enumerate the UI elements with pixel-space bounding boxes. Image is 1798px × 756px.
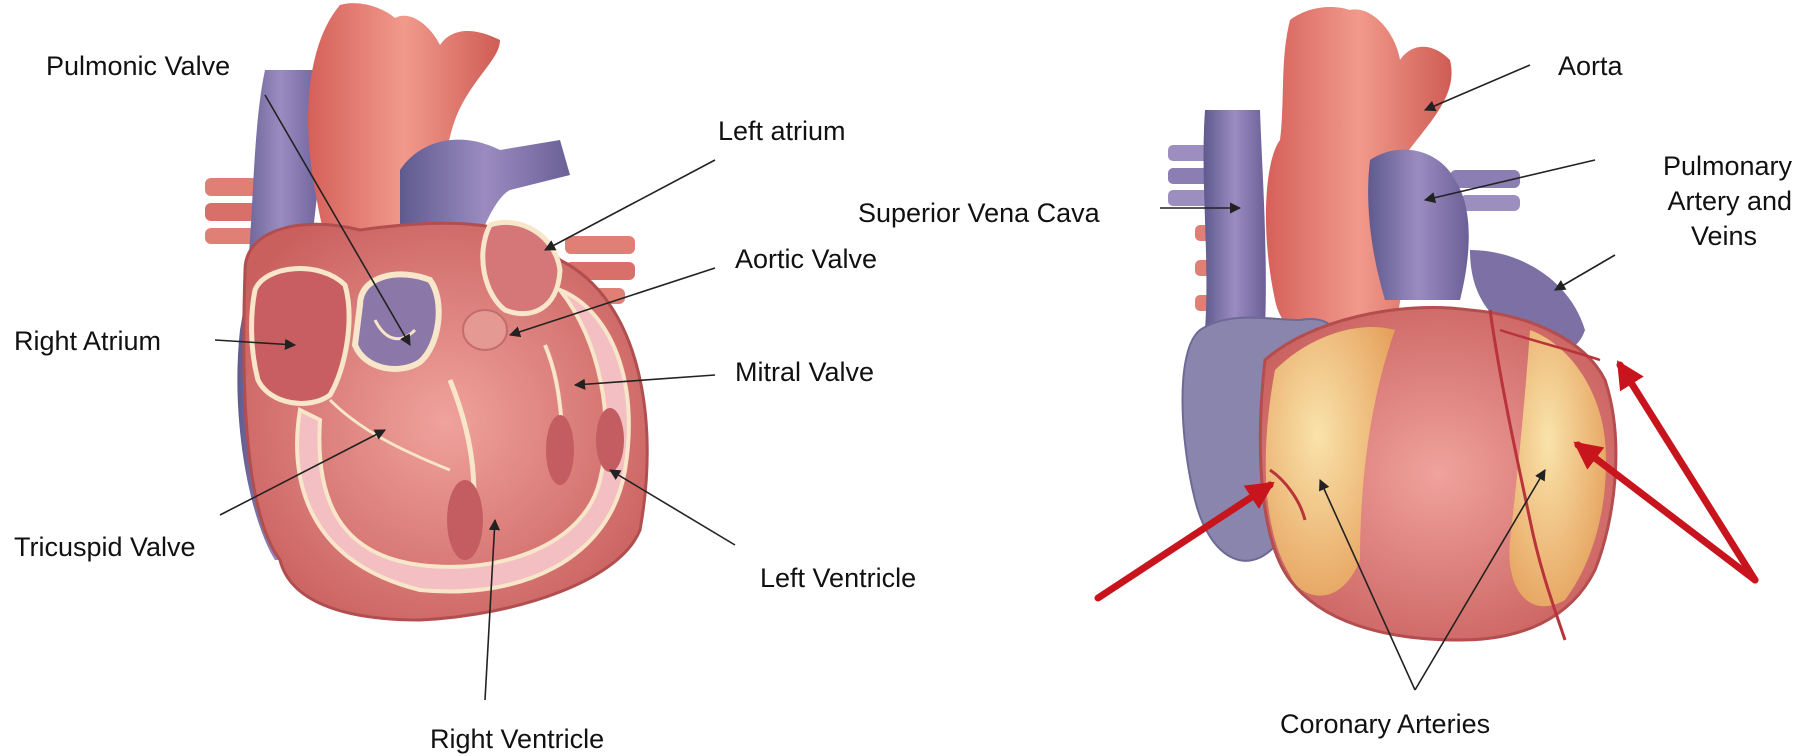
leader-pulmonary-veins bbox=[1555, 255, 1615, 290]
papillary-muscle-3 bbox=[596, 408, 624, 472]
red-arrow-right-upper bbox=[1620, 365, 1755, 580]
aortic-valve-shape bbox=[463, 310, 507, 350]
label-pulmonary-line2: Artery and bbox=[1667, 186, 1792, 216]
svc-right bbox=[1204, 110, 1266, 330]
label-left-ventricle: Left Ventricle bbox=[760, 563, 916, 593]
label-right-atrium: Right Atrium bbox=[14, 326, 161, 356]
label-superior-vena-cava: Superior Vena Cava bbox=[858, 198, 1101, 228]
papillary-muscle-1 bbox=[447, 480, 483, 560]
right-atrium-chamber bbox=[252, 269, 349, 404]
label-aorta: Aorta bbox=[1558, 51, 1624, 81]
right-heart-illustration bbox=[1168, 7, 1616, 640]
label-pulmonary-line3: Veins bbox=[1691, 221, 1757, 251]
label-pulmonic-valve: Pulmonic Valve bbox=[46, 51, 230, 81]
label-mitral-valve: Mitral Valve bbox=[735, 357, 874, 387]
label-right-ventricle: Right Ventricle bbox=[430, 724, 604, 754]
papillary-muscle-2 bbox=[546, 415, 574, 485]
left-atrium-chamber bbox=[483, 222, 560, 313]
label-aortic-valve: Aortic Valve bbox=[735, 244, 877, 274]
label-pulmonary-line1: Pulmonary bbox=[1663, 151, 1793, 181]
label-coronary-arteries: Coronary Arteries bbox=[1280, 709, 1490, 739]
label-tricuspid-valve: Tricuspid Valve bbox=[14, 532, 196, 562]
label-left-atrium: Left atrium bbox=[718, 116, 846, 146]
